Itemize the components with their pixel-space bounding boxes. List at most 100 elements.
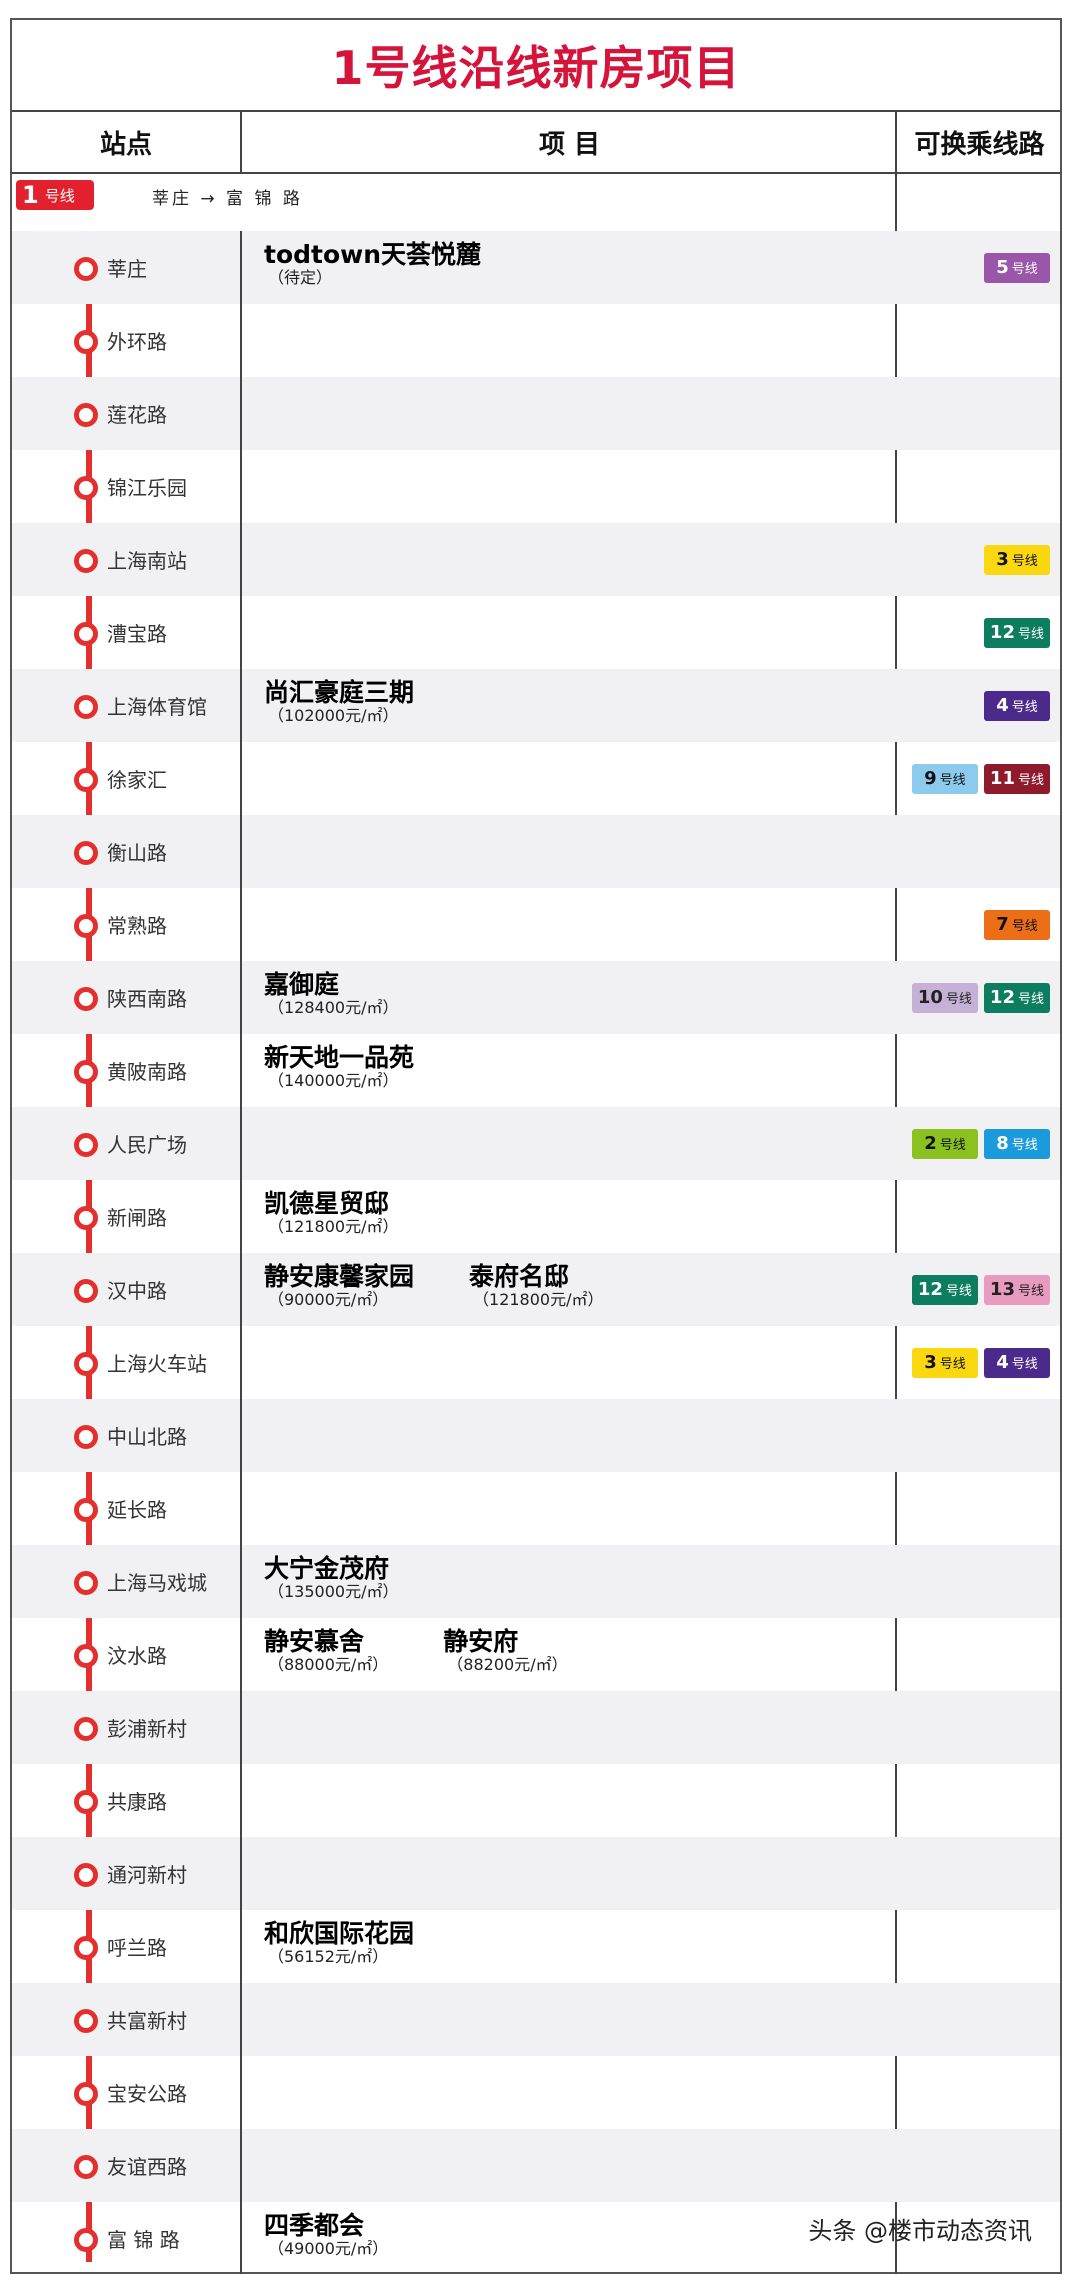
line-suffix: 号线 <box>1011 1357 1038 1372</box>
line-suffix: 号线 <box>1017 1284 1044 1299</box>
station-row: 共富新村 <box>12 1983 1060 2056</box>
project-price: （90000元/㎡） <box>268 1290 389 1309</box>
station-name: 衡山路 <box>107 841 167 865</box>
project-name: todtown天荟悦麓 <box>264 240 482 269</box>
project-price: （56152元/㎡） <box>268 1947 389 1966</box>
project-price: （128400元/㎡） <box>268 998 399 1017</box>
line-number: 5 <box>996 257 1009 278</box>
station-name: 汶水路 <box>107 1644 167 1668</box>
project-price: （121800元/㎡） <box>473 1290 604 1309</box>
line-suffix: 号线 <box>945 992 972 1007</box>
project-item: 和欣国际花园（56152元/㎡） <box>264 1920 414 1966</box>
station-row: 彭浦新村 <box>12 1691 1060 1764</box>
station-row: 通河新村 <box>12 1837 1060 1910</box>
station-row: 共康路 <box>12 1764 1060 1837</box>
project-list: 嘉御庭（128400元/㎡） <box>264 971 453 1017</box>
station-name: 汉中路 <box>107 1279 167 1303</box>
station-row: 莲花路 <box>12 377 1060 450</box>
station-circle-icon <box>74 549 98 573</box>
station-circle-icon <box>74 1279 98 1303</box>
station-circle-icon <box>74 1936 98 1960</box>
station-circle-icon <box>74 841 98 865</box>
station-circle-icon <box>74 1425 98 1449</box>
station-name: 上海南站 <box>107 549 187 573</box>
project-list: todtown天荟悦麓（待定） <box>264 241 536 287</box>
line-number: 3 <box>924 1352 937 1373</box>
station-name: 莘庄 <box>107 257 147 281</box>
station-name: 锦江乐园 <box>107 476 187 500</box>
station-name: 通河新村 <box>107 1863 187 1887</box>
station-circle-icon <box>74 768 98 792</box>
line-number: 3 <box>996 549 1009 570</box>
station-circle-icon <box>74 257 98 281</box>
station-circle-icon <box>74 476 98 500</box>
station-circle-icon <box>74 1206 98 1230</box>
direction-text: 莘庄 → 富 锦 路 <box>152 189 303 209</box>
line-direction-row: 1 号线 莘庄 → 富 锦 路 <box>12 174 1060 231</box>
line-suffix: 号线 <box>1011 554 1038 569</box>
station-circle-icon <box>74 2155 98 2179</box>
station-circle-icon <box>74 1133 98 1157</box>
station-row: 呼兰路和欣国际花园（56152元/㎡） <box>12 1910 1060 1983</box>
station-circle-icon <box>74 330 98 354</box>
line-number: 9 <box>924 768 937 789</box>
station-row: 黄陂南路新天地一品苑（140000元/㎡） <box>12 1034 1060 1107</box>
station-name: 上海马戏城 <box>107 1571 207 1595</box>
station-name: 宝安公路 <box>107 2082 187 2106</box>
station-row: 上海马戏城大宁金茂府（135000元/㎡） <box>12 1545 1060 1618</box>
line-number: 12 <box>917 1279 943 1300</box>
project-price: （88000元/㎡） <box>268 1655 389 1674</box>
header-transfer: 可换乘线路 <box>895 112 1062 172</box>
station-row: 延长路 <box>12 1472 1060 1545</box>
station-circle-icon <box>74 987 98 1011</box>
line-suffix: 号线 <box>939 773 966 788</box>
column-divider <box>895 174 897 2274</box>
title-row: 1号线沿线新房项目 <box>12 20 1060 112</box>
line-suffix: 号线 <box>1017 627 1044 642</box>
project-name: 和欣国际花园 <box>264 1919 415 1948</box>
station-circle-icon <box>74 1571 98 1595</box>
watermark: 头条 @楼市动态资讯 <box>808 2217 1032 2245</box>
line-suffix: 号线 <box>1011 700 1038 715</box>
project-item: 泰府名邸（121800元/㎡） <box>469 1263 603 1309</box>
station-name: 友谊西路 <box>107 2155 187 2179</box>
project-price: （88200元/㎡） <box>447 1655 568 1674</box>
station-row: 中山北路 <box>12 1399 1060 1472</box>
station-name: 共康路 <box>107 1790 167 1814</box>
station-name: 徐家汇 <box>107 768 167 792</box>
project-name: 大宁金茂府 <box>264 1554 390 1583</box>
project-item: 嘉御庭（128400元/㎡） <box>264 971 398 1017</box>
station-row: 友谊西路 <box>12 2129 1060 2202</box>
line-suffix: 号线 <box>1011 1138 1038 1153</box>
project-name: 尚汇豪庭三期 <box>264 678 415 707</box>
project-item: 静安府（88200元/㎡） <box>443 1628 567 1674</box>
station-name: 共富新村 <box>107 2009 187 2033</box>
project-list: 尚汇豪庭三期（102000元/㎡） <box>264 679 469 725</box>
station-name: 黄陂南路 <box>107 1060 187 1084</box>
station-row: 富 锦 路四季都会（49000元/㎡） <box>12 2202 1060 2275</box>
project-item: 尚汇豪庭三期（102000元/㎡） <box>264 679 414 725</box>
station-name: 常熟路 <box>107 914 167 938</box>
line-number: 4 <box>996 1352 1009 1373</box>
station-row: 汶水路静安慕舍（88000元/㎡）静安府（88200元/㎡） <box>12 1618 1060 1691</box>
line-suffix: 号线 <box>1011 919 1038 934</box>
station-row: 锦江乐园 <box>12 450 1060 523</box>
line-number: 12 <box>989 987 1015 1008</box>
line-number: 8 <box>996 1133 1009 1154</box>
station-name: 陕西南路 <box>107 987 187 1011</box>
project-name: 静安康馨家园 <box>264 1262 415 1291</box>
